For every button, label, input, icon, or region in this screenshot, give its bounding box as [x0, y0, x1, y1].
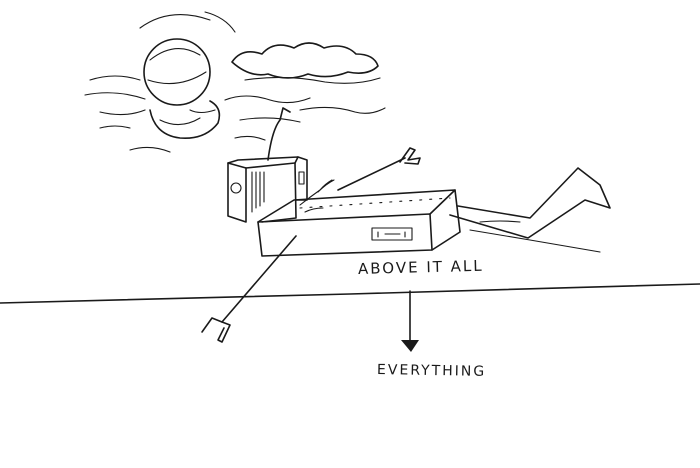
horizon-line — [0, 283, 700, 304]
head-box — [227, 107, 308, 223]
arm-down — [201, 235, 297, 343]
clouds — [84, 42, 386, 153]
caption-everything: EVERYTHING — [376, 362, 487, 380]
body-box — [257, 179, 461, 257]
legs — [449, 167, 611, 253]
arm-up — [337, 147, 421, 191]
sun — [139, 11, 236, 106]
down-arrow — [401, 290, 419, 352]
caption-above-it-all: ABOVE IT ALL — [357, 256, 484, 278]
